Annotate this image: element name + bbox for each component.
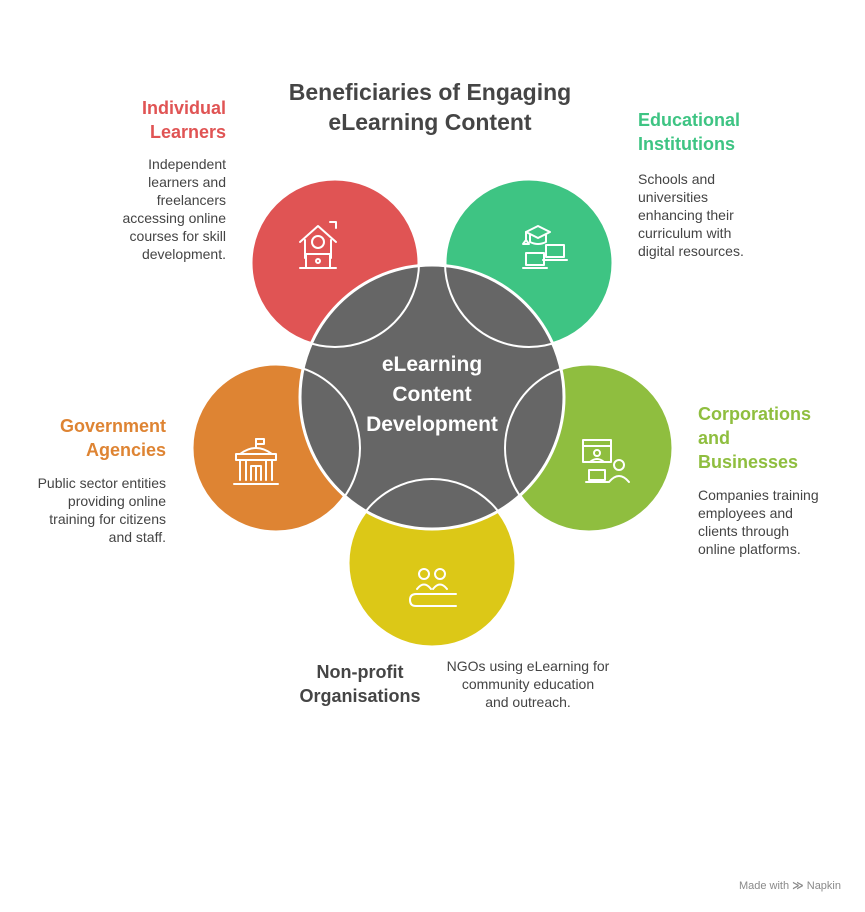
non-profit-organisations-title: Non-profit Organisations bbox=[299, 662, 421, 706]
corporations-businesses-description: Companies training employees and clients… bbox=[698, 487, 819, 557]
individual-learners-description: Independent learners and freelancers acc… bbox=[122, 156, 226, 262]
center-label-line-1: eLearning bbox=[381, 353, 483, 376]
individual-learners-title: Individual Learners bbox=[141, 98, 226, 142]
educational-institutions-title: Educational Institutions bbox=[638, 110, 741, 154]
center-label: eLearning Content Development bbox=[332, 350, 532, 440]
center-circle bbox=[298, 263, 566, 531]
diagram-title: Beneficiaries of Engaging eLearning Cont… bbox=[230, 77, 630, 137]
home-laptop-learner-icon bbox=[299, 221, 337, 269]
title-line-2: eLearning Content bbox=[328, 109, 532, 135]
government-agencies-description: Public sector entities providing online … bbox=[37, 475, 166, 545]
government-building-icon bbox=[233, 438, 279, 485]
corporations-businesses-title: Corporations and Businesses bbox=[698, 404, 812, 472]
napkin-logo-icon: ≫ bbox=[792, 880, 804, 892]
community-group-icon bbox=[409, 568, 457, 607]
footer-prefix: Made with bbox=[738, 880, 790, 892]
made-with-napkin-footer: Made with ≫ Napkin bbox=[739, 879, 841, 892]
educational-institutions-description: Schools and universities enhancing their… bbox=[638, 171, 744, 259]
center-label-line-3: Development bbox=[366, 413, 498, 436]
online-training-users-icon bbox=[582, 439, 630, 483]
non-profit-organisations-description: NGOs using eLearning for community educa… bbox=[446, 658, 610, 710]
graduation-cap-laptops-icon bbox=[522, 225, 568, 269]
title-line-1: Beneficiaries of Engaging bbox=[288, 79, 572, 105]
center-label-line-2: Content bbox=[392, 383, 472, 406]
government-agencies-title: Government Agencies bbox=[59, 416, 166, 460]
footer-brand: Napkin bbox=[806, 880, 841, 892]
